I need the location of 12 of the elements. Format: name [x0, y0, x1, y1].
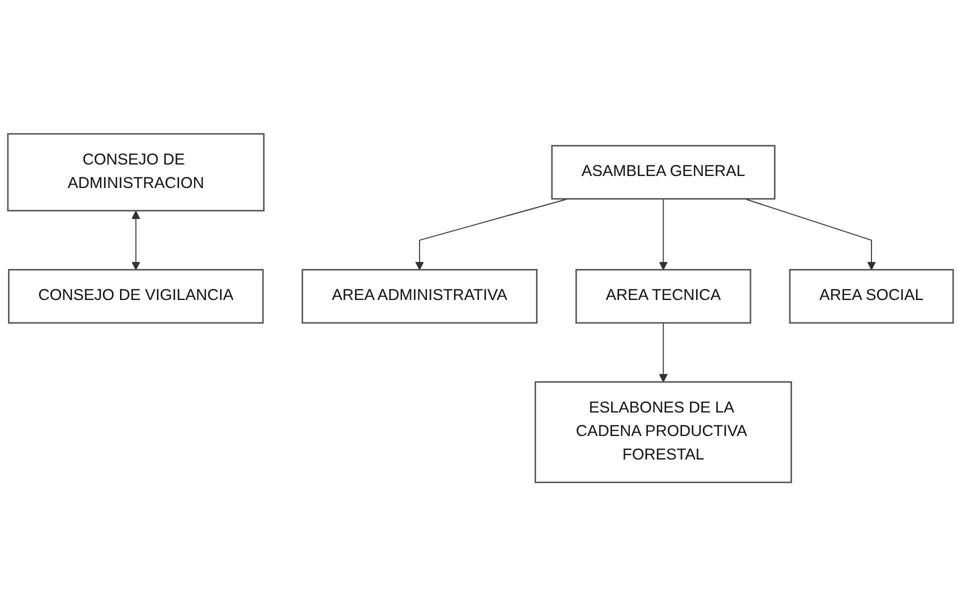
node-box: AREA ADMINISTRATIVA [302, 268, 538, 324]
arrow [659, 198, 668, 270]
arrow [744, 198, 876, 270]
node-box: CONSEJO DE ADMINISTRACION [7, 133, 265, 212]
arrow [659, 322, 668, 382]
arrow [415, 198, 568, 270]
arrow [132, 210, 140, 270]
node-box: CONSEJO DE VIGILANCIA [8, 268, 264, 324]
node-box: ASAMBLEA GENERAL [551, 144, 776, 200]
node-box: AREA TECNICA [575, 268, 752, 324]
node-box: ESLABONES DE LA CADENA PRODUCTIVA FORESTAL [534, 381, 792, 483]
node-box: AREA SOCIAL [789, 268, 954, 324]
